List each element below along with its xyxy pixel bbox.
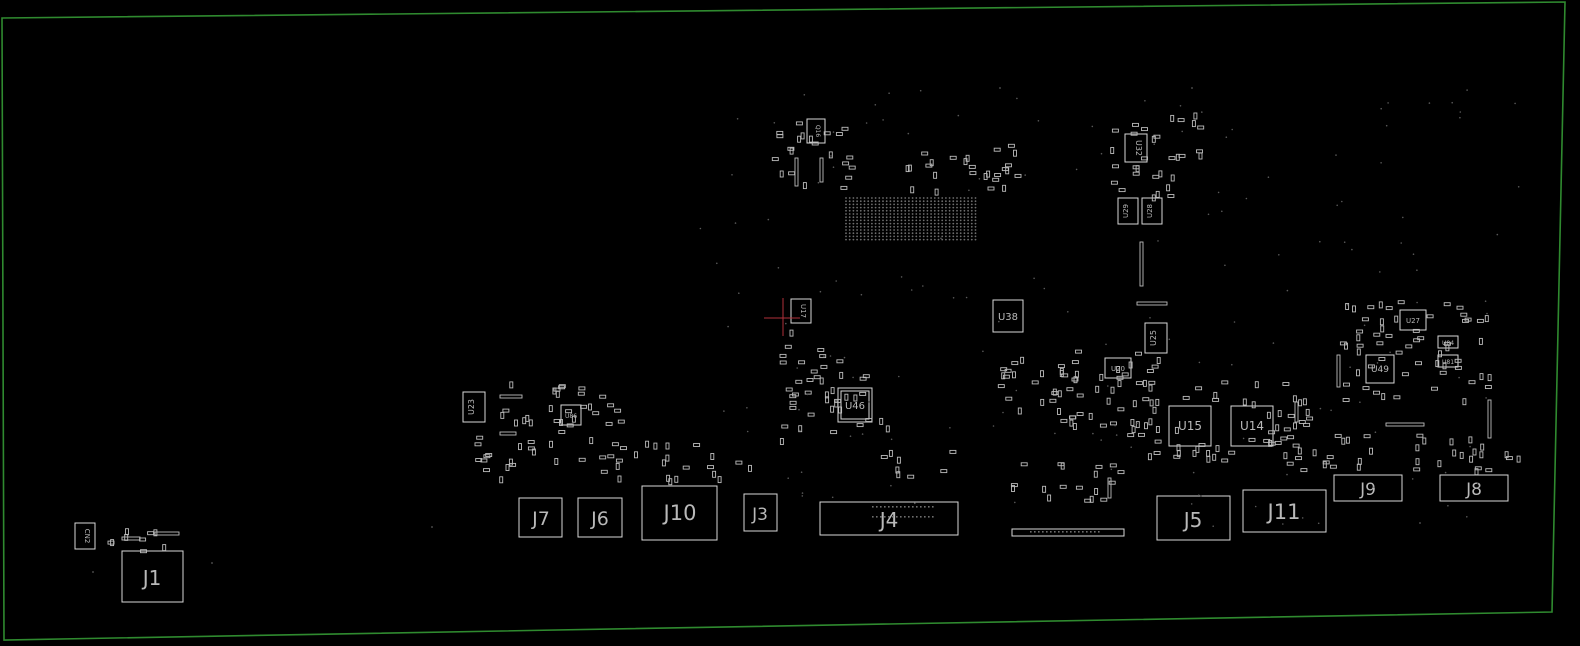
label-u14: U14: [1240, 419, 1264, 433]
label-u27: U27: [1406, 317, 1420, 325]
connector-j7[interactable]: J7: [518, 497, 563, 538]
ic-u84[interactable]: U84: [1437, 335, 1459, 349]
bga-ball-array: [845, 197, 977, 241]
ic-u23[interactable]: U23: [462, 391, 486, 423]
connector-j8[interactable]: J8: [1439, 474, 1509, 502]
label-u84: U84: [1442, 340, 1454, 347]
label-q16: Q16: [814, 125, 821, 138]
label-j8: J8: [1465, 480, 1482, 500]
ic-u25[interactable]: U25: [1144, 322, 1168, 354]
ic-q16[interactable]: Q16: [806, 118, 826, 144]
label-j7: J7: [531, 508, 550, 530]
label-u81: U81: [1442, 359, 1454, 366]
label-u32: U32: [1134, 140, 1143, 156]
label-u25: U25: [1149, 330, 1158, 346]
cursor-crosshair: [764, 298, 800, 336]
label-u20: U20: [1111, 365, 1125, 373]
connector-j4[interactable]: J4: [819, 501, 959, 536]
ic-u14[interactable]: U14: [1230, 405, 1274, 447]
label-j3: J3: [751, 505, 768, 525]
label-j5: J5: [1182, 508, 1203, 532]
label-u29: U29: [1122, 204, 1130, 218]
ic-u15[interactable]: U15: [1168, 405, 1212, 447]
label-j9: J9: [1359, 480, 1376, 500]
via-dots: [92, 87, 1520, 573]
ic-u20[interactable]: U20: [1104, 357, 1132, 379]
label-u86: U86: [565, 413, 577, 420]
connector-j1[interactable]: J1: [121, 550, 184, 603]
label-u23: U23: [467, 399, 476, 415]
ic-u32[interactable]: U32: [1124, 133, 1148, 163]
label-j10: J10: [662, 501, 697, 525]
label-j6: J6: [590, 508, 609, 530]
connector-j10[interactable]: J10: [641, 485, 718, 541]
ic-u27[interactable]: U27: [1399, 309, 1427, 331]
label-cn2: CN2: [83, 529, 91, 544]
ic-u17[interactable]: U17: [790, 298, 812, 324]
connector-j11[interactable]: J11: [1242, 489, 1327, 533]
label-j4: J4: [878, 508, 899, 532]
ic-u29[interactable]: U29: [1117, 197, 1139, 225]
ic-u46[interactable]: U46: [837, 387, 873, 423]
label-u38: U38: [998, 312, 1018, 323]
connector-cn2[interactable]: CN2: [74, 522, 96, 550]
label-u17: U17: [799, 304, 807, 318]
ic-u86[interactable]: U86: [560, 404, 582, 426]
label-u46: U46: [845, 401, 865, 412]
label-u28: U28: [1146, 204, 1154, 218]
connector-fpc[interactable]: [1011, 528, 1125, 537]
connector-j3[interactable]: J3: [743, 493, 778, 532]
label-u15: U15: [1178, 419, 1202, 433]
connector-j9[interactable]: J9: [1333, 474, 1403, 502]
passive-components: [107, 112, 1521, 554]
connector-j5[interactable]: J5: [1156, 495, 1231, 541]
connector-j6[interactable]: J6: [577, 497, 623, 538]
ic-u28[interactable]: U28: [1141, 197, 1163, 225]
label-j11: J11: [1266, 500, 1301, 524]
label-j1: J1: [141, 566, 162, 590]
ic-u38[interactable]: U38: [992, 299, 1024, 333]
label-u49: U49: [1371, 365, 1389, 375]
ic-u49[interactable]: U49: [1365, 354, 1395, 384]
